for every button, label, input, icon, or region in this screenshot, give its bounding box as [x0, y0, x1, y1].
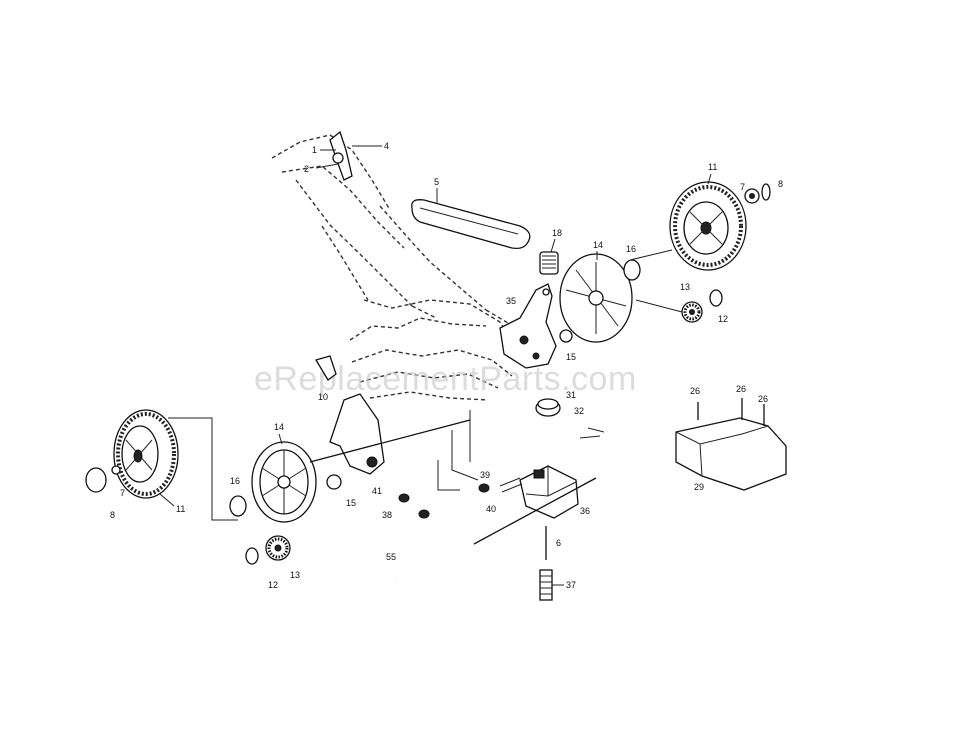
rear-drive-cover: 18 14 16 — [539, 228, 673, 343]
callout-16-left: 16 — [230, 476, 240, 486]
drive-pin: 6 37 — [539, 526, 576, 601]
top-cap: 31 32 — [535, 390, 584, 417]
watermark: eReplacementParts.com — [254, 360, 637, 398]
rear-cover: 26 26 26 29 — [675, 384, 787, 492]
callout-26-a: 26 — [690, 386, 700, 396]
callout-26-b: 26 — [736, 384, 746, 394]
left-gear: 13 12 — [245, 535, 300, 590]
callout-26-c: 26 — [758, 394, 768, 404]
callout-13-right: 13 — [680, 282, 690, 292]
axle-shaft: 55 — [386, 547, 467, 581]
left-axle-bracket: 10 41 — [309, 355, 471, 496]
right-wheel: 11 7 8 — [669, 162, 783, 271]
callout-7-right: 7 — [740, 182, 745, 192]
callout-13-left: 13 — [290, 570, 300, 580]
callout-40: 40 — [486, 504, 496, 514]
callout-37: 37 — [566, 580, 576, 590]
left-wheel: 11 7 8 — [85, 409, 238, 521]
callout-14-right: 14 — [593, 240, 603, 250]
callout-55: 55 — [386, 552, 396, 562]
drive-belt: 5 — [411, 177, 531, 250]
callout-8-left: 8 — [110, 510, 115, 520]
callout-18: 18 — [552, 228, 562, 238]
drive-bracket: 35 15 — [499, 283, 576, 369]
callout-5: 5 — [434, 177, 439, 187]
mower-deck-outline — [271, 134, 521, 401]
right-gear: 13 12 — [635, 282, 728, 324]
callout-1: 1 — [312, 145, 317, 155]
callout-10: 10 — [318, 392, 328, 402]
handle-control: 1 2 4 — [304, 130, 389, 181]
callout-14-left: 14 — [274, 422, 284, 432]
callout-39: 39 — [480, 470, 490, 480]
callout-2: 2 — [304, 164, 309, 174]
callout-29: 29 — [694, 482, 704, 492]
callout-11-left: 11 — [176, 504, 185, 514]
callout-32: 32 — [574, 406, 584, 416]
callout-38: 38 — [382, 510, 392, 520]
transmission: 36 40 38 39 — [382, 410, 605, 545]
callout-11-right: 11 — [708, 162, 717, 172]
callout-12-left: 12 — [268, 580, 278, 590]
callout-41: 41 — [372, 486, 382, 496]
callout-8-right: 8 — [778, 179, 783, 189]
left-drive-plate: 14 16 15 — [229, 422, 356, 523]
callout-12-right: 12 — [718, 314, 728, 324]
callout-35: 35 — [506, 296, 516, 306]
callout-15-right: 15 — [566, 352, 576, 362]
callout-6: 6 — [556, 538, 561, 548]
callout-16-right: 16 — [626, 244, 636, 254]
callout-36: 36 — [580, 506, 590, 516]
callout-7-left: 7 — [120, 488, 125, 498]
callout-31: 31 — [566, 390, 576, 400]
callout-4: 4 — [384, 141, 389, 151]
callout-15-left: 15 — [346, 498, 356, 508]
